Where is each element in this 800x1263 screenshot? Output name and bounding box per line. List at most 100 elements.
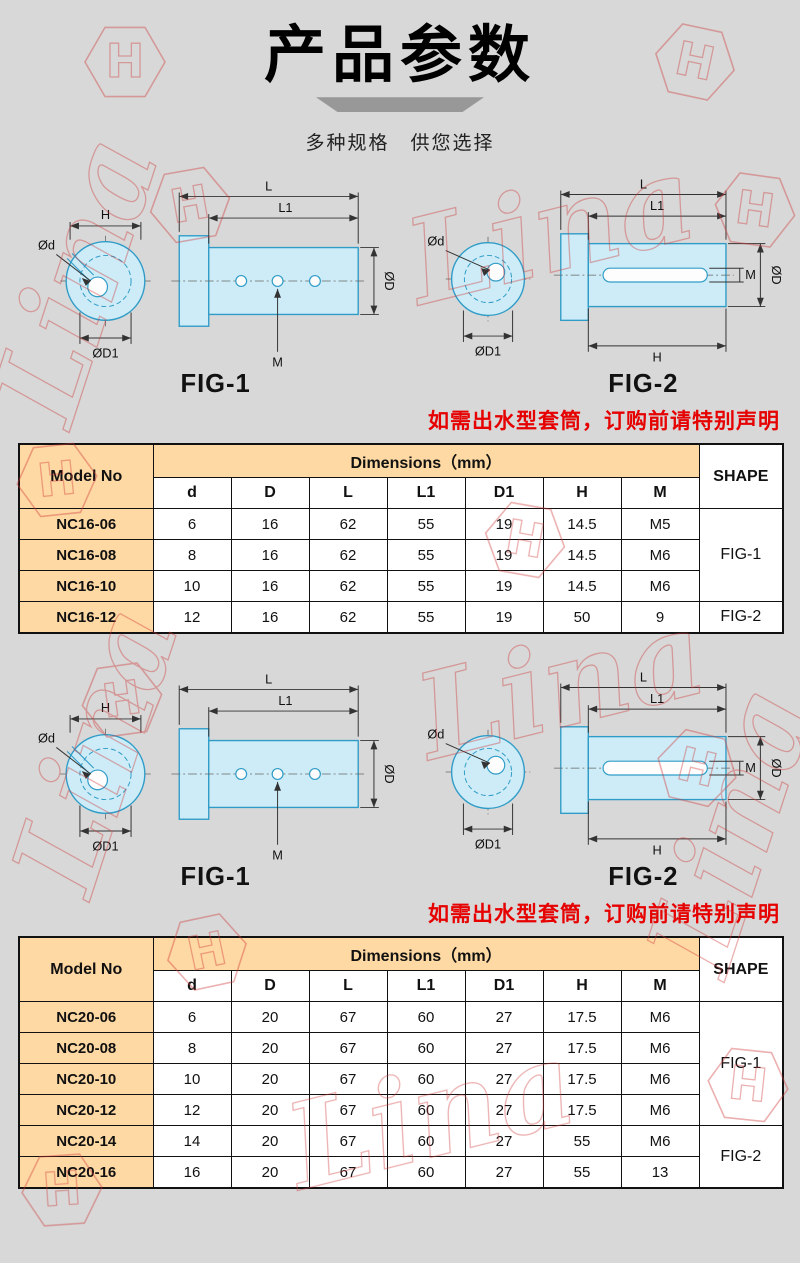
dim-cell: 67	[308, 1032, 388, 1065]
dim-cell: 14	[152, 1125, 232, 1158]
fig1-front-dims: H Ød ØD1	[38, 700, 142, 854]
fig1-group: H Ød ØD1	[38, 672, 397, 892]
dim-cell: 55	[386, 570, 466, 603]
dim-cell: M6	[620, 1063, 700, 1096]
dim-cell: 60	[386, 1063, 466, 1096]
dim-cell: 10	[152, 570, 232, 603]
technical-drawing-svg: H Ød ØD1	[38, 670, 782, 892]
dim-cell: 27	[464, 1125, 544, 1158]
dim-cell: 62	[308, 570, 388, 603]
dim-col-header: L1	[386, 477, 466, 510]
shape-header: SHAPE	[698, 443, 784, 510]
dim-cell: 27	[464, 1032, 544, 1065]
dim-label-L: L	[265, 672, 272, 687]
dim-cell: 20	[230, 1001, 310, 1034]
dim-cell: 55	[386, 508, 466, 541]
dim-col-header: M	[620, 970, 700, 1003]
dim-cell: 8	[152, 539, 232, 572]
model-cell: NC20-06	[18, 1001, 154, 1034]
technical-drawing-svg: H Ød ØD1	[38, 177, 782, 399]
dim-cell: M6	[620, 1094, 700, 1127]
dim-col-header: d	[152, 970, 232, 1003]
dim-cell: 10	[152, 1063, 232, 1096]
dim-cell: 16	[230, 601, 310, 634]
dim-cell: 20	[230, 1032, 310, 1065]
dim-cell: 67	[308, 1156, 388, 1189]
dim-cell: 62	[308, 601, 388, 634]
dim-cell: 60	[386, 1001, 466, 1034]
fig2-side-dims: L L1 M ØD H	[560, 670, 782, 858]
dim-cell: 27	[464, 1094, 544, 1127]
fig2-front-view	[445, 237, 531, 322]
dim-cell: M6	[620, 570, 700, 603]
fig2-label: FIG-2	[608, 370, 678, 398]
fig1-side-dims: L L1 ØD M	[178, 179, 397, 370]
dim-label-L: L	[640, 670, 647, 685]
fig2-side-dims: L L1 M ØD H	[560, 177, 782, 365]
title-underline-decoration	[316, 97, 484, 113]
dim-cell: 6	[152, 508, 232, 541]
dim-label-H: H	[101, 207, 110, 222]
dim-cell: 16	[230, 539, 310, 572]
page: 产品参数 多种规格 供您选择 H Ød	[18, 21, 785, 1190]
dim-label-d: Ød	[427, 727, 444, 742]
dim-cell: M6	[620, 1032, 700, 1065]
shape-cell: FIG-1	[698, 1001, 784, 1127]
dim-label-d: Ød	[427, 234, 444, 249]
dim-cell: M5	[620, 508, 700, 541]
fig2-label: FIG-2	[608, 863, 678, 891]
dim-label-L1: L1	[650, 198, 664, 213]
shape-cell: FIG-1	[698, 508, 784, 603]
dim-cell: 67	[308, 1125, 388, 1158]
dim-label-L1: L1	[278, 693, 292, 708]
dim-label-L1: L1	[650, 691, 664, 706]
fig1-side-view	[171, 235, 367, 328]
dim-cell: 12	[152, 601, 232, 634]
fig2-front-dims: Ød ØD1	[427, 234, 514, 359]
fig1-label: FIG-1	[181, 370, 251, 398]
order-note-1: 如需出水型套筒，订购前请特别声明	[428, 410, 780, 434]
dim-cell: 6	[152, 1001, 232, 1034]
model-cell: NC16-10	[18, 570, 154, 603]
fig1-side-view	[171, 728, 367, 821]
dim-cell: 67	[308, 1001, 388, 1034]
subtitle: 多种规格 供您选择	[305, 133, 495, 155]
dim-col-header: D1	[464, 970, 544, 1003]
model-cell: NC20-08	[18, 1032, 154, 1065]
dim-cell: 17.5	[542, 1063, 622, 1096]
dim-label-H: H	[653, 843, 662, 858]
dim-cell: 19	[464, 539, 544, 572]
dim-cell: M6	[620, 1001, 700, 1034]
dim-label-L1: L1	[278, 200, 292, 215]
fig2-side-view	[553, 726, 734, 815]
dim-label-d: Ød	[38, 238, 55, 253]
shape-cell: FIG-2	[698, 601, 784, 634]
dimensions-header: Dimensions（mm）	[152, 443, 700, 479]
dim-cell: 12	[152, 1094, 232, 1127]
dim-cell: 27	[464, 1001, 544, 1034]
dim-cell: 16	[152, 1156, 232, 1189]
model-cell: NC20-10	[18, 1063, 154, 1096]
order-note-2: 如需出水型套筒，订购前请特别声明	[428, 903, 780, 927]
dim-cell: 19	[464, 508, 544, 541]
dim-col-header: L	[308, 970, 388, 1003]
dim-cell: 14.5	[542, 570, 622, 603]
dim-cell: 20	[230, 1156, 310, 1189]
dim-cell: 17.5	[542, 1001, 622, 1034]
dim-label-M: M	[272, 848, 283, 863]
shape-header: SHAPE	[698, 936, 784, 1003]
dim-cell: 55	[386, 601, 466, 634]
model-cell: NC16-12	[18, 601, 154, 634]
dim-label-M: M	[745, 760, 756, 775]
dimensions-header: Dimensions（mm）	[152, 936, 700, 972]
dim-cell: 8	[152, 1032, 232, 1065]
